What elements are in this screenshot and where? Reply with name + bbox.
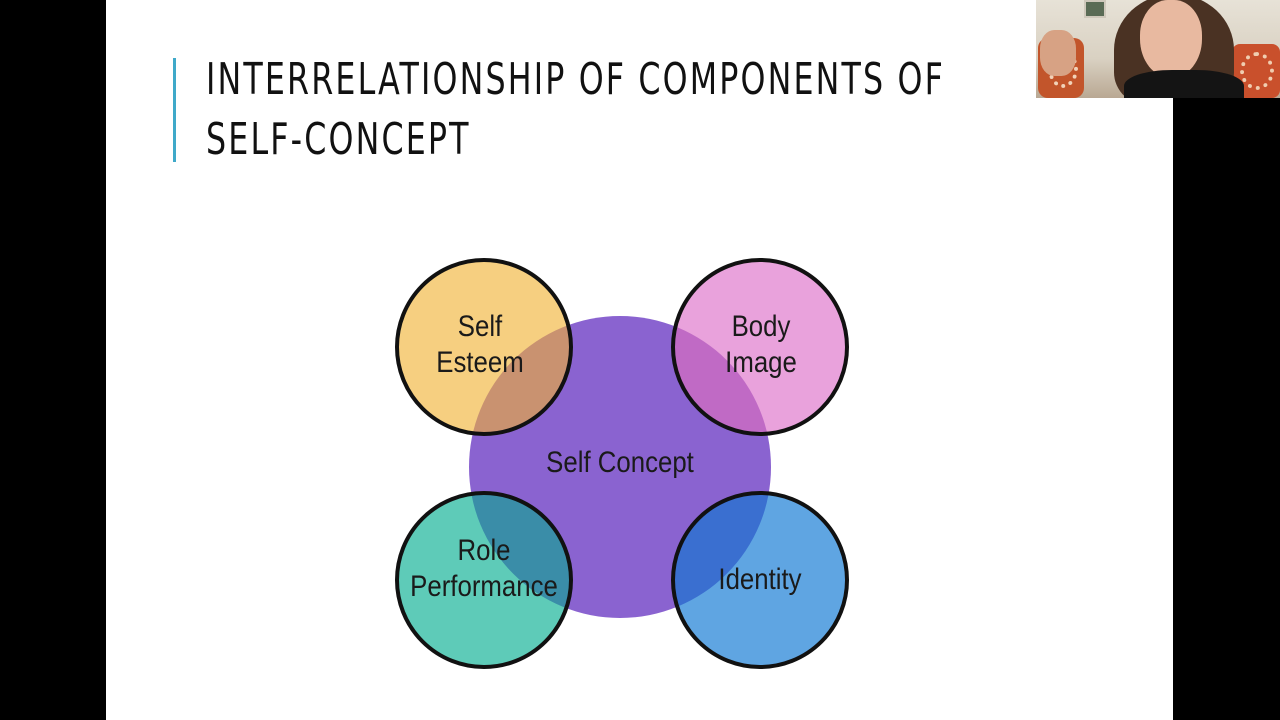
self-esteem-outline bbox=[395, 258, 573, 436]
wall-photo bbox=[1084, 0, 1106, 18]
self-esteem-label-2: Esteem bbox=[436, 345, 523, 378]
role-performance-label-1: Role bbox=[457, 533, 510, 566]
presenter-hand bbox=[1040, 30, 1076, 76]
presenter-shirt bbox=[1124, 70, 1244, 98]
presenter-webcam bbox=[1036, 0, 1280, 98]
body-image-outline bbox=[671, 258, 849, 436]
body-image-label-2: Image bbox=[725, 345, 797, 378]
center-label: Self Concept bbox=[546, 445, 694, 478]
identity-outline bbox=[671, 491, 849, 669]
circle-outlines bbox=[395, 258, 849, 669]
slide-title-line-1: INTERRELATIONSHIP OF COMPONENTS OF bbox=[206, 54, 946, 105]
body-image-label-1: Body bbox=[732, 309, 791, 342]
identity-label: Identity bbox=[718, 562, 801, 595]
role-performance-outline bbox=[395, 491, 573, 669]
role-performance-label-2: Performance bbox=[410, 569, 558, 602]
presenter-face bbox=[1140, 0, 1202, 78]
title-accent-bar bbox=[173, 58, 176, 162]
slide-title-line-2: SELF-CONCEPT bbox=[206, 114, 471, 165]
slide-title: INTERRELATIONSHIP OF COMPONENTS OF SELF-… bbox=[206, 50, 946, 170]
self-esteem-label-1: Self bbox=[458, 309, 503, 342]
